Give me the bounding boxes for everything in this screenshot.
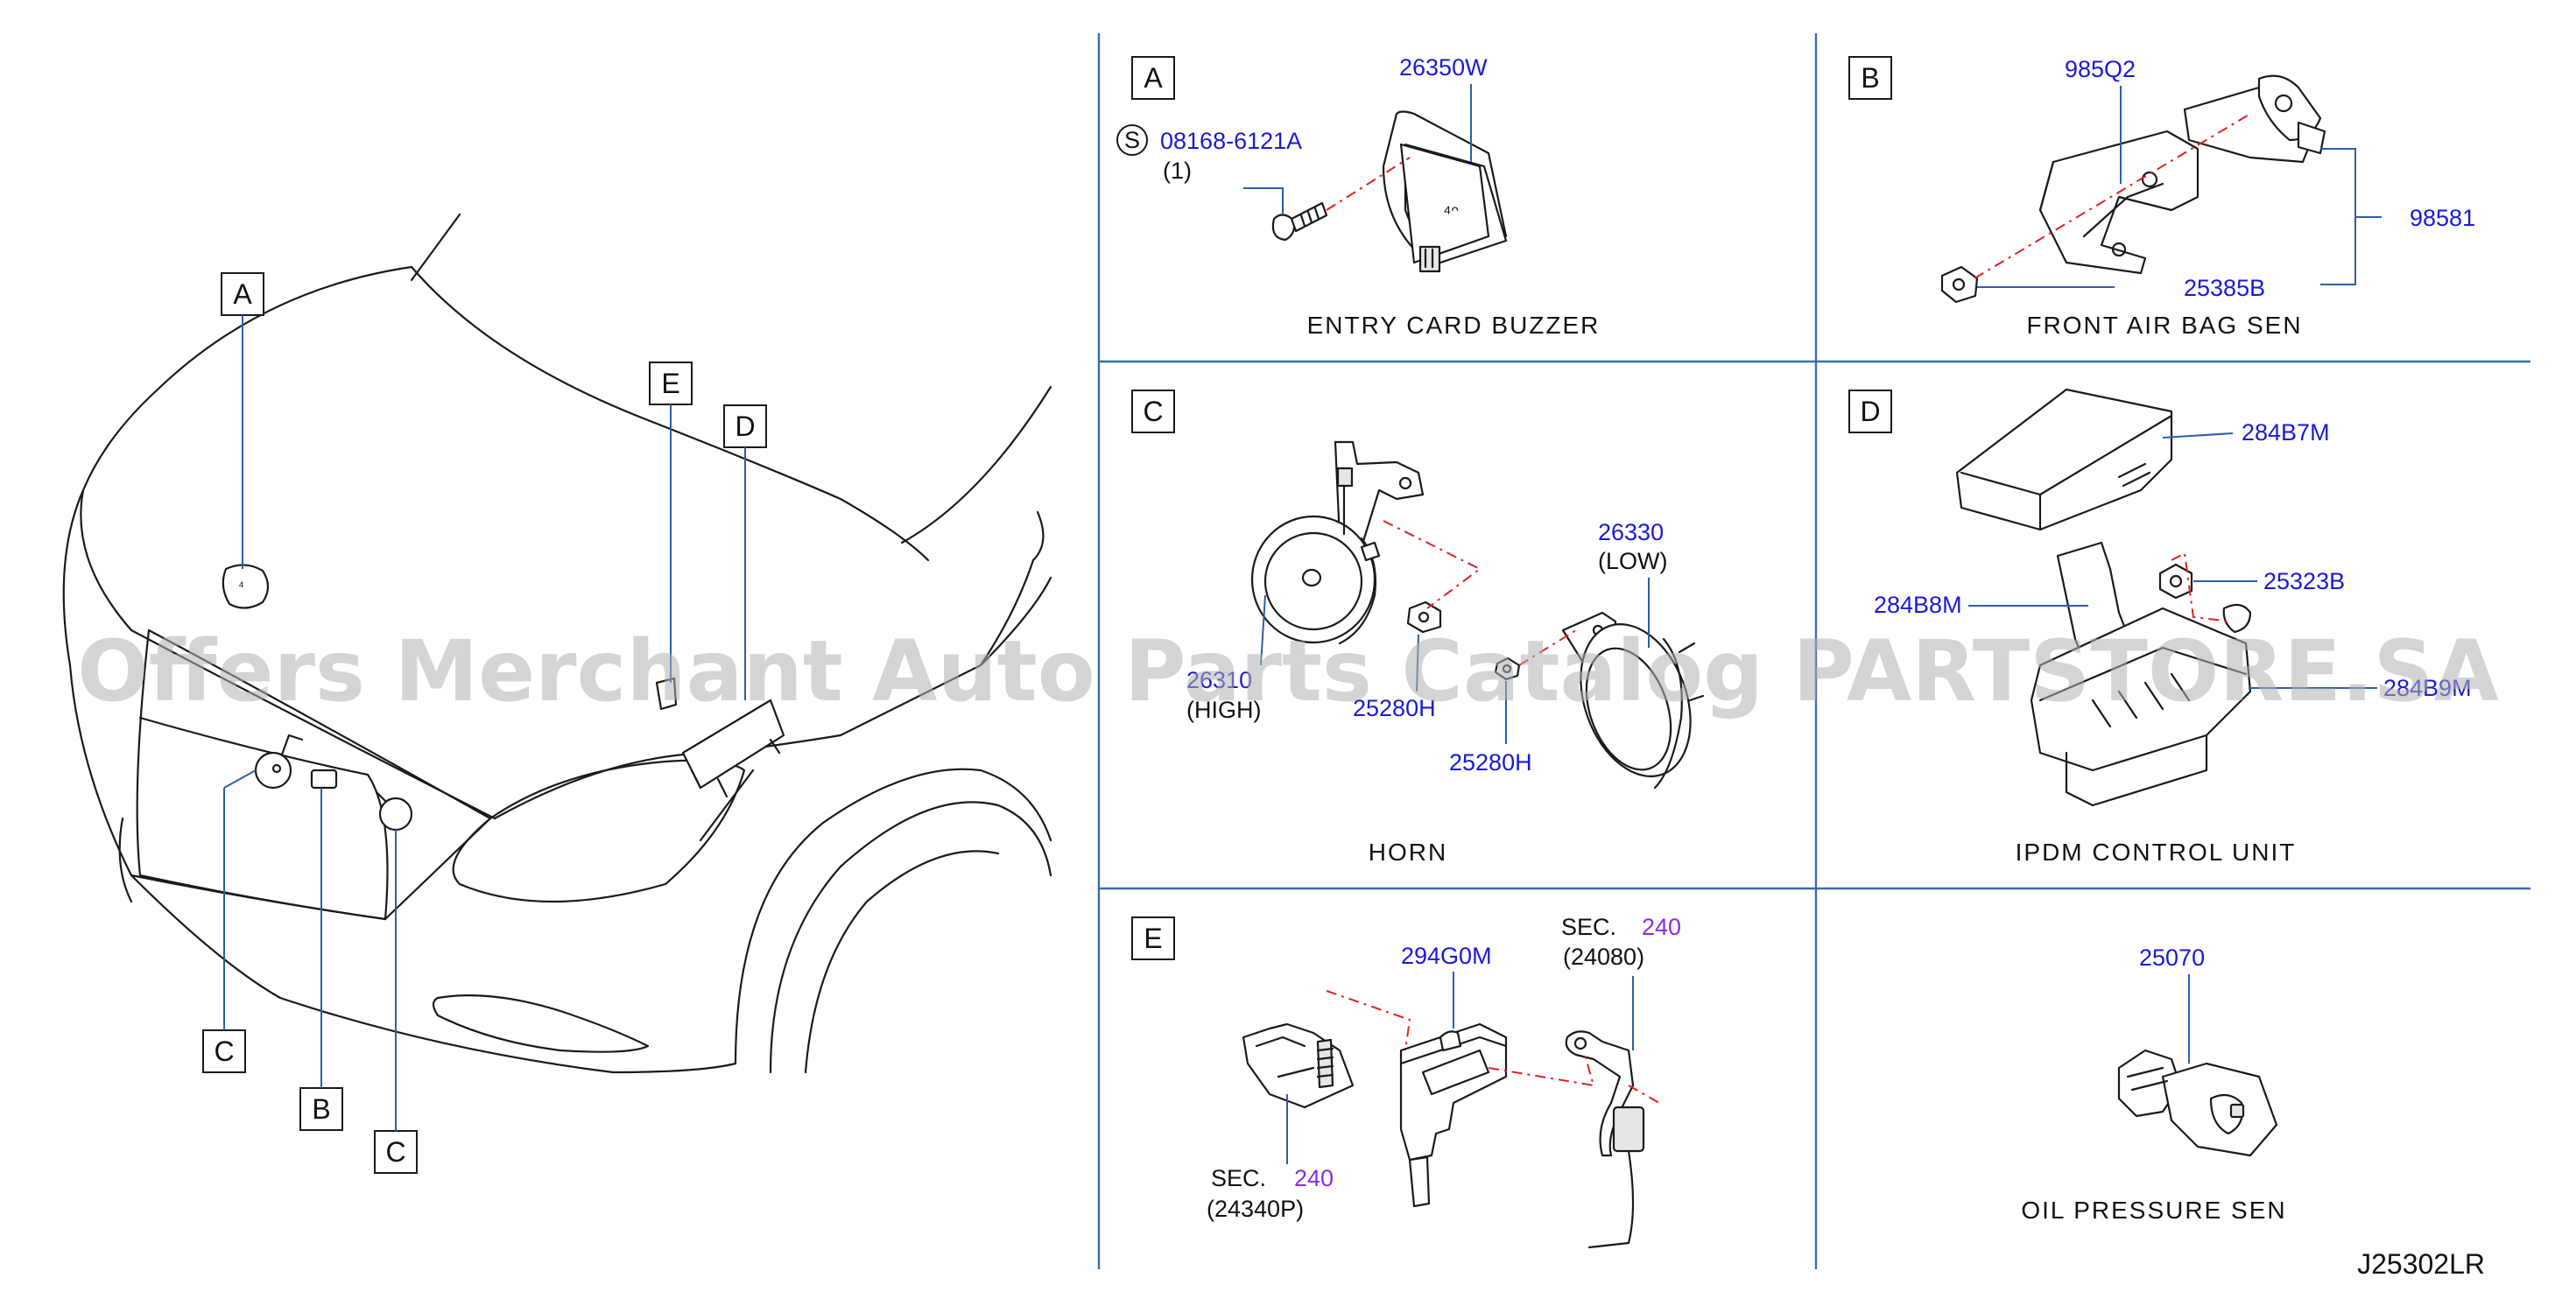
svg-text:(1): (1) — [1163, 158, 1192, 184]
panel-d: D 284B7M 284B8M 25323B 284B9M IPDM CO — [1848, 388, 2472, 866]
svg-text:25385B: 25385B — [2184, 275, 2265, 301]
svg-text:25070: 25070 — [2139, 944, 2205, 971]
diagram-code: J25302LR — [2357, 1248, 2485, 1280]
svg-text:OIL PRESSURE SEN: OIL PRESSURE SEN — [2021, 1197, 2286, 1224]
svg-text:SEC.: SEC. — [1561, 914, 1616, 940]
svg-text:(HIGH): (HIGH) — [1186, 697, 1261, 723]
svg-text:E: E — [661, 368, 679, 399]
svg-text:(24340P): (24340P) — [1207, 1196, 1304, 1222]
overview-buzzer: ⁴ — [222, 564, 270, 609]
current-sensor-part — [1399, 1022, 1508, 1208]
overview-horn-low — [375, 790, 413, 832]
svg-text:294G0M: 294G0M — [1401, 943, 1492, 969]
svg-text:C: C — [1143, 396, 1163, 427]
ipdm-nut-part — [2158, 563, 2193, 600]
svg-text:SEC.: SEC. — [1211, 1165, 1266, 1191]
oil-pressure-sensor-part — [2117, 1049, 2278, 1157]
callout-d: D — [723, 404, 767, 700]
svg-text:25323B: 25323B — [2263, 568, 2345, 594]
svg-text:C: C — [385, 1136, 405, 1168]
horn-nut-low-part — [1494, 657, 1521, 681]
panel-grid — [1097, 33, 2530, 1269]
svg-text:A: A — [233, 278, 252, 310]
ipdm-unit-part — [1955, 388, 2173, 531]
callout-a: A — [221, 272, 264, 569]
car-front-overview — [62, 213, 1052, 1074]
callout-b: B — [299, 788, 343, 1131]
horn-nut-high-part — [1406, 600, 1442, 634]
svg-text:ENTRY CARD BUZZER: ENTRY CARD BUZZER — [1307, 312, 1601, 339]
svg-text:S: S — [1124, 127, 1140, 153]
svg-text:240: 240 — [1294, 1165, 1334, 1191]
callout-c-left: C — [202, 769, 257, 1073]
callout-c-right: C — [374, 830, 418, 1174]
svg-text:985Q2: 985Q2 — [2065, 56, 2136, 82]
svg-text:(LOW): (LOW) — [1598, 548, 1667, 574]
panel-oil-pressure: 25070 OIL PRESSURE SEN — [2021, 944, 2286, 1224]
svg-text:240: 240 — [1642, 914, 1681, 940]
svg-text:B: B — [1861, 62, 1879, 94]
svg-text:26310: 26310 — [1186, 667, 1252, 693]
screw-part — [1271, 201, 1328, 242]
overview-sensor-e — [655, 677, 678, 711]
svg-text:25280H: 25280H — [1353, 695, 1436, 721]
screw-symbol: S — [1116, 124, 1148, 156]
svg-text:(24080): (24080) — [1563, 944, 1644, 970]
svg-text:98581: 98581 — [2410, 205, 2475, 231]
low-horn-part — [1561, 611, 1705, 790]
svg-text:26350W: 26350W — [1399, 54, 1488, 81]
panel-c: C — [1131, 390, 1705, 866]
battery-clamp-part — [1242, 1022, 1355, 1109]
battery-cable-part — [1565, 1030, 1645, 1249]
svg-text:284B7M: 284B7M — [2242, 419, 2330, 446]
svg-text:D: D — [1860, 396, 1880, 427]
airbag-nut-part — [1940, 265, 1979, 304]
high-horn-part — [1250, 440, 1425, 645]
svg-text:284B9M: 284B9M — [2383, 675, 2472, 701]
panel-a: A ⁴ᵔ 26350W S 08168-6121A (1) ENTRY CARD… — [1116, 54, 1601, 339]
overview-callouts: A E D C B C — [202, 272, 767, 1174]
panel-e: E 294G0M SEC. 240 (24080) SEC. — [1131, 914, 1681, 1249]
svg-text:26330: 26330 — [1598, 519, 1664, 545]
svg-text:284B8M: 284B8M — [1874, 592, 1962, 618]
svg-text:D: D — [735, 411, 755, 442]
overview-ipdm — [681, 699, 785, 798]
svg-text:⁴ᵔ: ⁴ᵔ — [1443, 201, 1459, 223]
overview-airbag-sensor — [310, 769, 338, 790]
svg-text:⁴: ⁴ — [238, 579, 244, 594]
callout-e: E — [649, 362, 693, 683]
svg-text:B: B — [312, 1093, 330, 1125]
ipdm-bracket-part — [2030, 541, 2252, 807]
svg-text:A: A — [1144, 62, 1163, 94]
svg-text:C: C — [214, 1036, 234, 1067]
entry-card-buzzer-part: ⁴ᵔ — [1382, 110, 1508, 273]
airbag-bracket-part — [2038, 130, 2199, 275]
airbag-sensor-part — [2183, 74, 2326, 164]
svg-text:E: E — [1144, 923, 1162, 954]
svg-text:HORN: HORN — [1369, 839, 1447, 866]
panel-b: B 985Q2 98581 25385B FRONT AIR BAG SEN — [1848, 56, 2475, 339]
svg-text:08168-6121A: 08168-6121A — [1160, 128, 1302, 154]
svg-text:IPDM CONTROL UNIT: IPDM CONTROL UNIT — [2016, 839, 2297, 866]
svg-text:FRONT AIR BAG SEN: FRONT AIR BAG SEN — [2026, 312, 2302, 339]
svg-text:25280H: 25280H — [1449, 749, 1532, 776]
watermark-text: Offers Merchant Auto Parts Catalog PARTS… — [77, 622, 2499, 720]
overview-horn-high — [254, 734, 304, 790]
